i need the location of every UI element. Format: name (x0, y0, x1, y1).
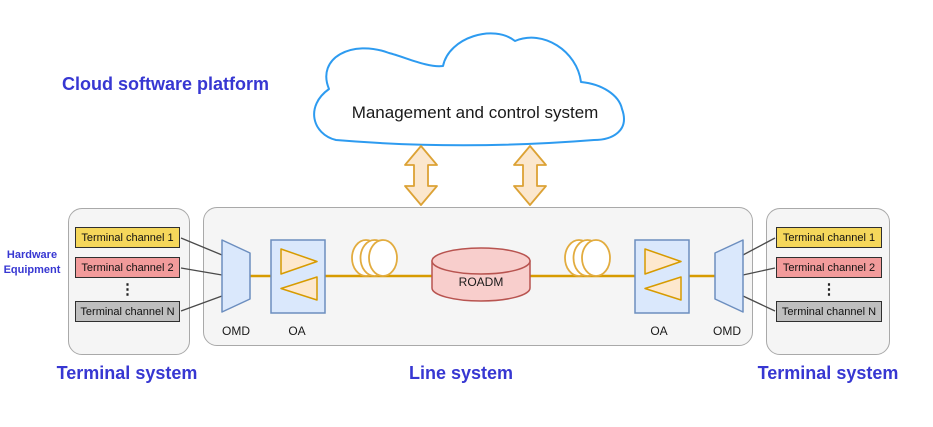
hardware-equipment-line1: Hardware (6, 249, 58, 261)
terminal-system-left-label: Terminal system (56, 363, 198, 383)
oa-right-label: OA (650, 324, 668, 338)
omd-right-shape (714, 239, 744, 313)
terminal-channel-1-left: Terminal channel 1 (75, 227, 180, 248)
connector-line (742, 267, 776, 276)
ellipsis-dots: ⋮ (120, 280, 135, 298)
terminal-channel-n-right: Terminal channel N (776, 301, 882, 322)
terminal-channel-n-left: Terminal channel N (75, 301, 180, 322)
fiber-coil-icon (351, 239, 398, 277)
connector-line (180, 237, 223, 256)
roadm-label: ROADM (458, 275, 504, 289)
hardware-equipment-line2: Equipment (3, 263, 61, 276)
oa-right-shape (634, 239, 690, 314)
fiber-coil-icon (564, 239, 611, 277)
management-control-system-label: Management and control system (351, 103, 599, 122)
terminal-channel-2-left: Terminal channel 2 (75, 257, 180, 278)
double-arrow-icon (404, 145, 438, 206)
double-arrow-icon (513, 145, 547, 206)
cloud-software-platform-label: Cloud software platform (62, 74, 270, 94)
hardware-equipment-label: Hardware Equipment (1, 248, 63, 278)
omd-left-shape (221, 239, 251, 313)
terminal-channel-1-right: Terminal channel 1 (776, 227, 882, 248)
omd-left-label: OMD (222, 324, 250, 338)
ellipsis-dots: ⋮ (821, 280, 837, 298)
oa-left-label: OA (288, 324, 306, 338)
line-system-label: Line system (408, 363, 514, 383)
roadm-cylinder-shape (431, 247, 531, 302)
terminal-system-right-label: Terminal system (757, 363, 899, 383)
connector-line (742, 237, 776, 256)
connector-line (742, 295, 776, 312)
terminal-channel-2-right: Terminal channel 2 (776, 257, 882, 278)
omd-right-label: OMD (713, 324, 741, 338)
connector-line (180, 295, 223, 312)
oa-left-shape (270, 239, 326, 314)
cloud-icon (313, 32, 625, 147)
connector-line (180, 267, 223, 276)
